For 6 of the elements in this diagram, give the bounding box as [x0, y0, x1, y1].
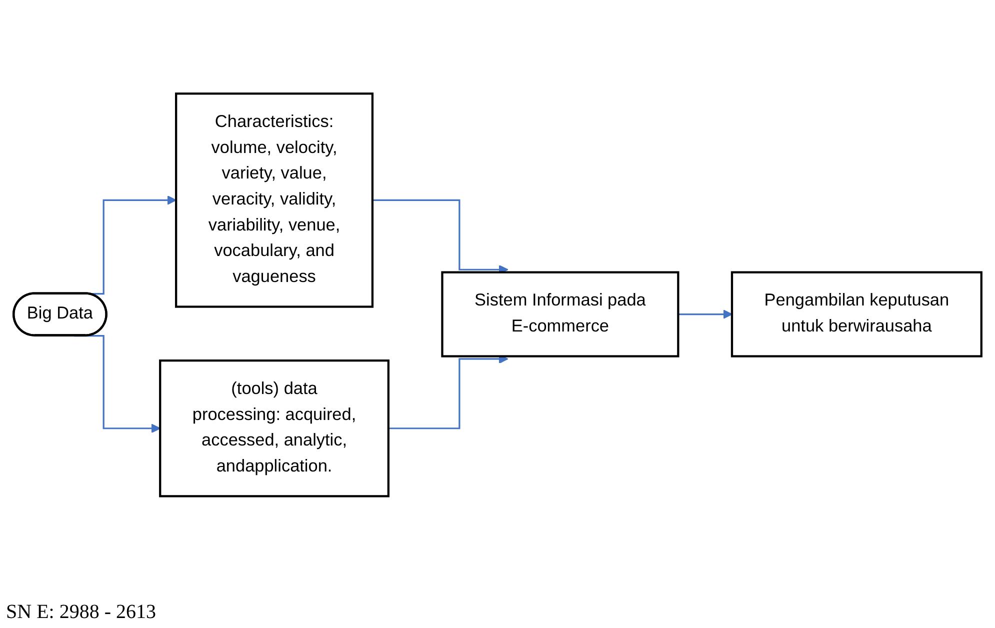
node-box: Sistem Informasi pada E-commerce: [441, 271, 680, 358]
arrow: [678, 310, 732, 320]
page-header-text: SN E: 2988 - 2613: [6, 601, 156, 623]
node-box: Pengambilan keputusan untuk berwirausaha: [730, 271, 982, 358]
node-box: (tools) data processing: acquired, accessed, analytic, andapplication.: [159, 360, 390, 498]
node-box: Characteristics: volume, velocity, variety, value, veracity, validity, variability, venue, vocabulary, and vagueness: [175, 92, 374, 308]
